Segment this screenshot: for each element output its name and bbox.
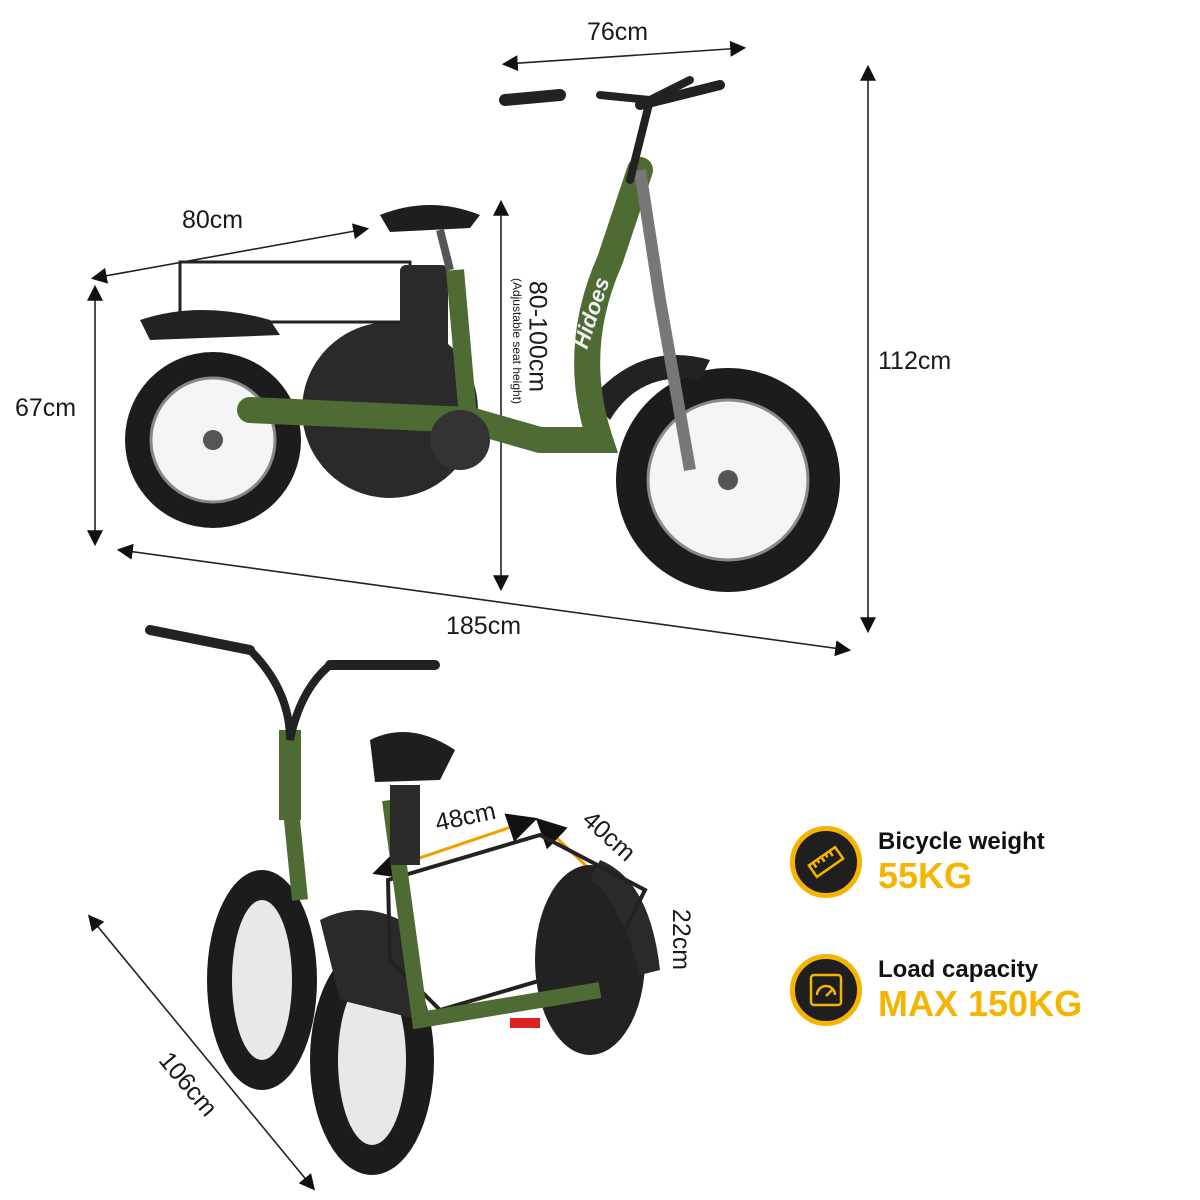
seat-height-note: (Adjustable seat height) bbox=[510, 277, 524, 405]
spec-load-capacity: Load capacity MAX 150KG bbox=[790, 954, 1082, 1026]
ruler-icon bbox=[790, 826, 862, 898]
side-length-label: 80cm bbox=[182, 206, 244, 234]
spec-label: Load capacity bbox=[878, 956, 1039, 983]
spec-bicycle-weight: Bicycle weight 55KG bbox=[790, 826, 1045, 898]
total-height-label: 112cm bbox=[878, 347, 952, 375]
seat-height-value: 80-100cm bbox=[523, 280, 552, 393]
rear-view-trike bbox=[145, 625, 660, 1175]
spec-value: 55KG bbox=[878, 855, 973, 896]
spec-label: Bicycle weight bbox=[878, 828, 1045, 855]
handlebar-width-label: 76cm bbox=[587, 18, 649, 46]
total-length-label: 185cm bbox=[446, 612, 522, 640]
basket-height-label: 22cm bbox=[667, 908, 696, 971]
side-view-trike bbox=[125, 76, 840, 592]
seat-height-label: 80-100cm bbox=[523, 262, 552, 412]
dimension-lines bbox=[87, 40, 876, 1191]
rear-height-label: 67cm bbox=[15, 394, 77, 422]
spec-value: MAX 150KG bbox=[878, 983, 1083, 1024]
scale-gauge-icon bbox=[790, 954, 862, 1026]
